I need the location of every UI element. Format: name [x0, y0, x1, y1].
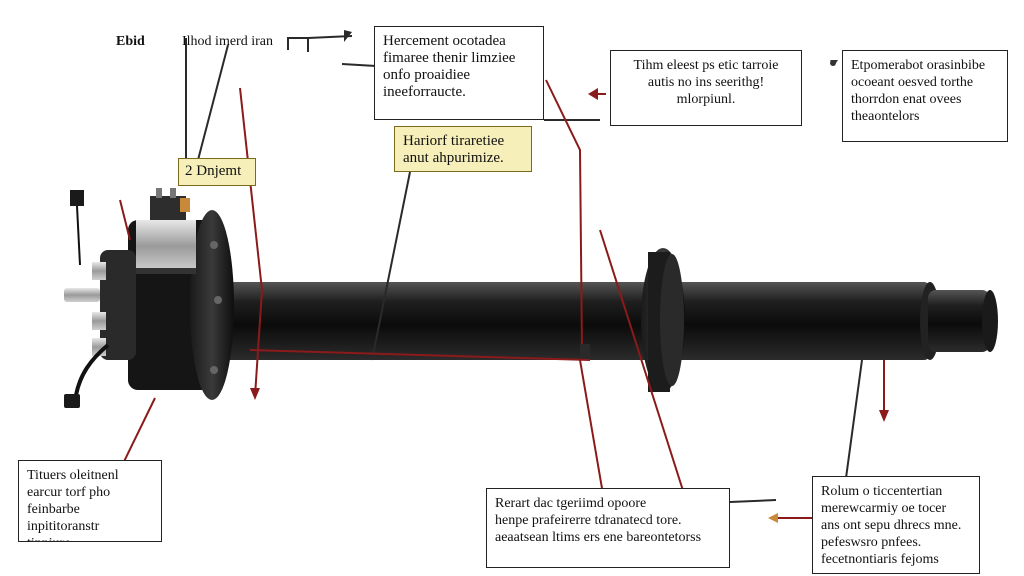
callout-bottom-right: Rolum o ticcentertian merewcarmiy oe toc… — [812, 476, 980, 574]
callout-bottom-left: Tituers oleitnenl earcur torf pho feinba… — [18, 460, 162, 542]
leader-lines-red — [114, 79, 885, 519]
cable-connector — [64, 190, 110, 408]
motor-housing — [64, 188, 234, 400]
arrowheads — [250, 30, 889, 523]
label-top-left-a: Ebid — [116, 34, 145, 49]
bullet-dot — [830, 60, 836, 66]
callout-yellow-center: Hariorf tiraretiee anut ahpurimize. — [394, 126, 532, 172]
callout-top-center: Hercement ocotadea fimaree thenir limzie… — [374, 26, 544, 120]
mid-flange — [641, 248, 685, 392]
callout-small-left: 2 Dnjemt — [178, 158, 256, 186]
main-shaft — [215, 282, 940, 360]
callout-bottom-center: Rerart dac tgeriimd opoore henpe prafeir… — [486, 488, 730, 568]
callout-top-right: Etpomerabot orasinbibe ocoeant oesved to… — [842, 50, 1008, 142]
callout-top-right-mid: Tihm eleest ps etic tarroie autis no ins… — [610, 50, 802, 126]
label-top-left-b: Ilhod imerd iran — [182, 34, 273, 49]
shaft-end-stub — [928, 290, 998, 352]
